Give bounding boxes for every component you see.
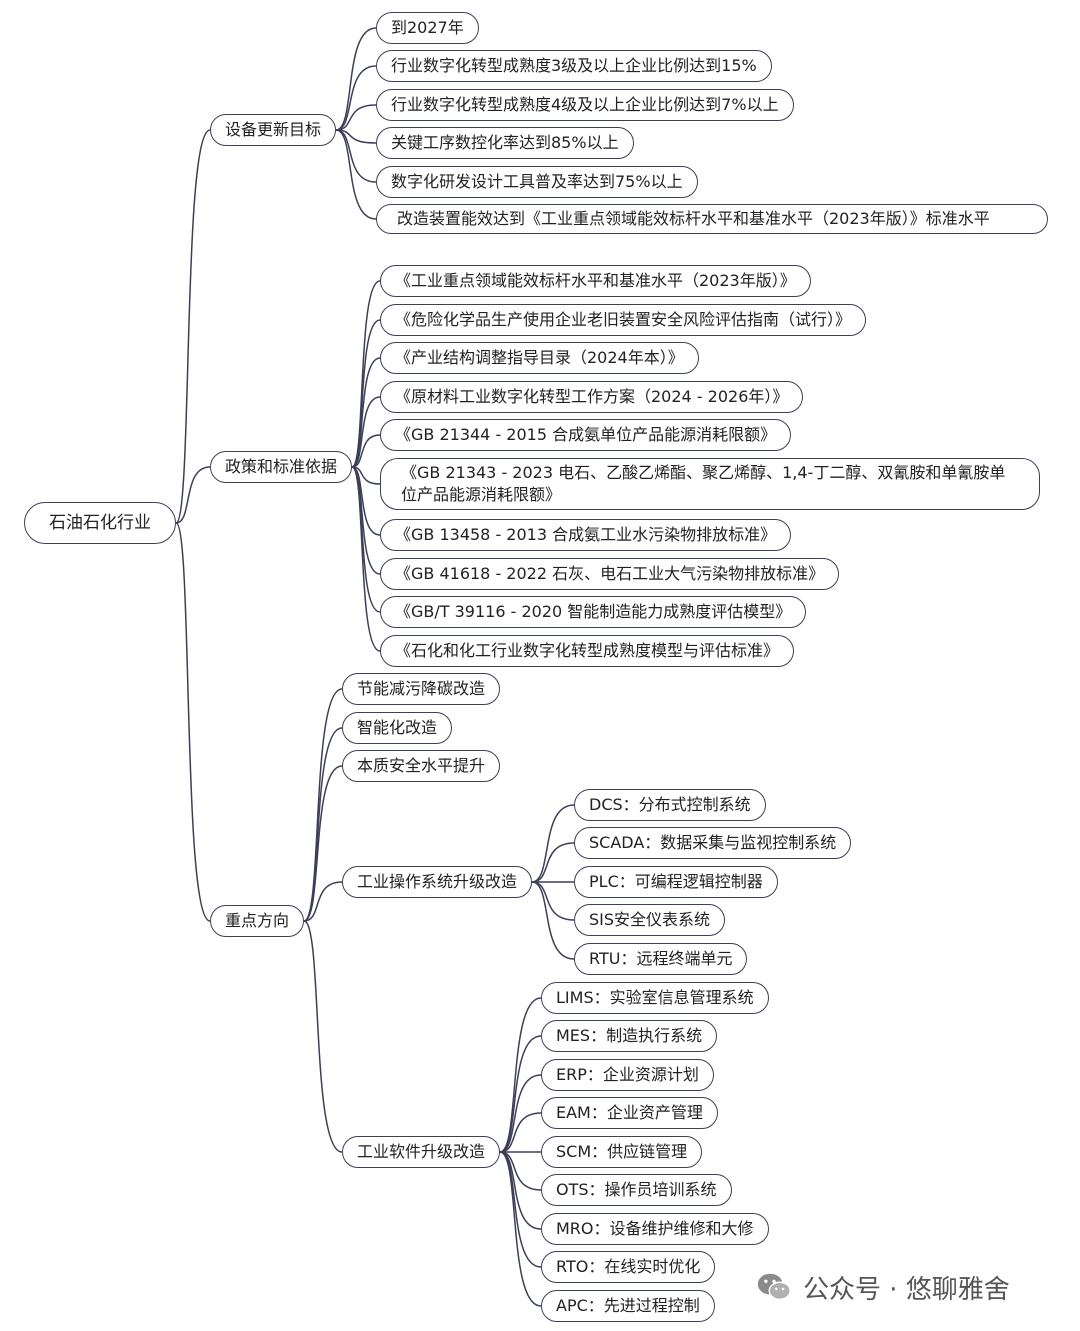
policy-item[interactable]: 《GB 41618 - 2022 石灰、电石工业大气污染物排放标准》	[380, 558, 840, 590]
connector-line	[351, 357, 381, 468]
policy-item[interactable]: 《GB 21344 - 2015 合成氨单位产品能源消耗限额》	[380, 419, 792, 451]
connector-line	[303, 765, 343, 922]
policy-item[interactable]: 《工业重点领域能效标杆水平和基准水平（2023年版）》	[380, 265, 811, 297]
direction-industrial-software-upgrade[interactable]: 工业软件升级改造	[342, 1136, 501, 1168]
connector-line	[499, 1151, 542, 1230]
connector-line	[335, 104, 377, 131]
goal-item[interactable]: 改造装置能效达到《工业重点领域能效标杆水平和基准水平（2023年版）》标准水平	[376, 204, 1048, 234]
wechat-icon	[757, 1273, 791, 1301]
software-item[interactable]: OTS：操作员培训系统	[541, 1174, 732, 1206]
connector-line	[335, 129, 377, 183]
connector-line	[351, 396, 381, 468]
watermark: 公众号 · 悠聊雅舍	[755, 1268, 1010, 1306]
connector-line	[335, 27, 377, 131]
connector-line	[499, 1074, 542, 1153]
software-item[interactable]: APC：先进过程控制	[541, 1290, 715, 1322]
branch-policy-standards[interactable]: 政策和标准依据	[210, 451, 353, 483]
goal-item[interactable]: 数字化研发设计工具普及率达到75%以上	[376, 166, 698, 198]
connector-line	[499, 1151, 542, 1191]
connector-line	[531, 804, 575, 883]
policy-item[interactable]: 《GB/T 39116 - 2020 智能制造能力成熟度评估模型》	[380, 596, 807, 628]
software-item[interactable]: EAM：企业资产管理	[541, 1097, 718, 1129]
connector-line	[531, 881, 575, 921]
connector-line	[499, 1151, 542, 1307]
connector-line	[351, 466, 381, 613]
software-item[interactable]: ERP：企业资源计划	[541, 1059, 714, 1091]
os-item[interactable]: PLC：可编程逻辑控制器	[574, 866, 778, 898]
connector-line	[335, 129, 377, 220]
software-item[interactable]: MES：制造执行系统	[541, 1020, 718, 1052]
direction-industrial-os-upgrade[interactable]: 工业操作系统升级改造	[342, 866, 533, 898]
direction-item[interactable]: 节能减污降碳改造	[342, 673, 501, 705]
connector-line	[175, 522, 211, 922]
goal-item[interactable]: 行业数字化转型成熟度3级及以上企业比例达到15%	[376, 50, 772, 82]
software-item[interactable]: RTO：在线实时优化	[541, 1251, 716, 1283]
root-node[interactable]: 石油石化行业	[24, 502, 176, 544]
policy-item[interactable]: 《产业结构调整指导目录（2024年本）》	[380, 342, 699, 374]
goal-item[interactable]: 到2027年	[376, 12, 479, 44]
connector-line	[303, 920, 343, 1153]
goal-item[interactable]: 关键工序数控化率达到85%以上	[376, 127, 634, 159]
connector-line	[351, 319, 381, 468]
connector-line	[175, 129, 211, 524]
policy-item[interactable]: 《危险化学品生产使用企业老旧装置安全风险评估指南（试行）》	[380, 304, 867, 336]
os-item[interactable]: SCADA：数据采集与监视控制系统	[574, 827, 852, 859]
direction-item[interactable]: 智能化改造	[342, 712, 453, 744]
connector-line	[351, 434, 381, 468]
connector-line	[499, 997, 542, 1153]
connector-line	[303, 881, 343, 922]
watermark-text: 公众号 · 悠聊雅舍	[803, 1274, 1010, 1305]
connector-line	[531, 842, 575, 883]
connector-line	[335, 65, 377, 131]
connector-line	[499, 1112, 542, 1153]
connector-line	[175, 466, 211, 524]
software-item[interactable]: LIMS：实验室信息管理系统	[541, 982, 769, 1014]
branch-equipment-update-goals[interactable]: 设备更新目标	[210, 114, 337, 146]
connector-line	[351, 466, 381, 652]
connector-line	[531, 881, 575, 960]
software-item[interactable]: SCM：供应链管理	[541, 1136, 703, 1168]
goal-item[interactable]: 行业数字化转型成熟度4级及以上企业比例达到7%以上	[376, 89, 794, 121]
direction-item[interactable]: 本质安全水平提升	[342, 750, 501, 782]
branch-key-directions[interactable]: 重点方向	[210, 905, 305, 937]
policy-item[interactable]: 《GB 21343 - 2023 电石、乙酸乙烯酯、聚乙烯醇、1,4-丁二醇、双…	[380, 458, 1040, 510]
software-item[interactable]: MRO：设备维护维修和大修	[541, 1213, 769, 1245]
policy-item[interactable]: 《原材料工业数字化转型工作方案（2024 - 2026年）》	[380, 381, 804, 413]
policy-item[interactable]: 《石化和化工行业数字化转型成熟度模型与评估标准》	[380, 635, 795, 667]
os-item[interactable]: RTU：远程终端单元	[574, 943, 748, 975]
connector-line	[351, 280, 381, 468]
os-item[interactable]: DCS：分布式控制系统	[574, 789, 766, 821]
policy-item[interactable]: 《GB 13458 - 2013 合成氨工业水污染物排放标准》	[380, 519, 792, 551]
os-item[interactable]: SIS安全仪表系统	[574, 904, 726, 936]
connector-line	[499, 1035, 542, 1153]
